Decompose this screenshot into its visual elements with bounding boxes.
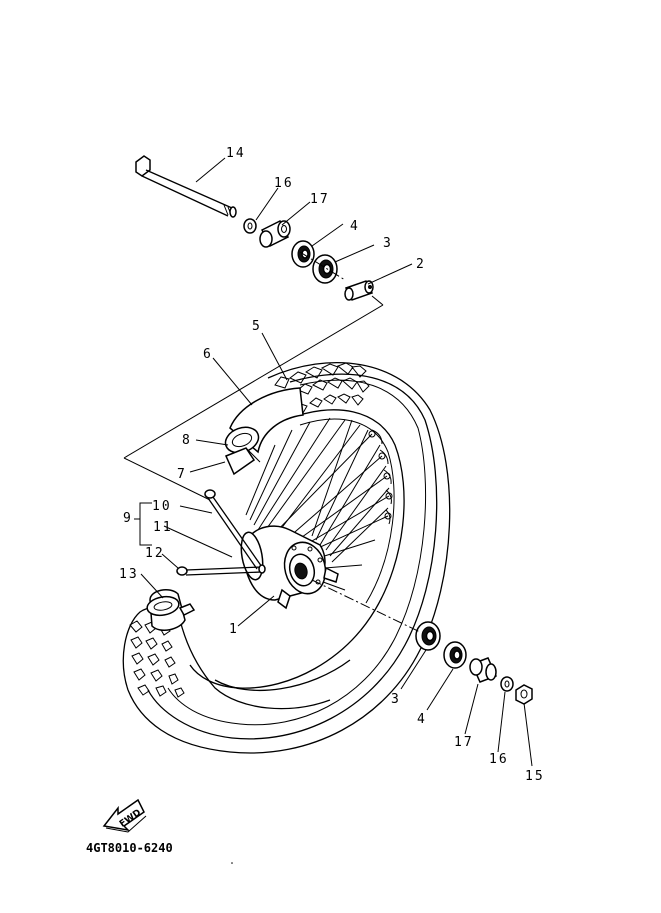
bearing-3-upper — [312, 254, 338, 284]
callout-7: 7 — [177, 467, 187, 482]
fwd-arrow-icon: FWD — [102, 798, 147, 833]
callout-17-lower: 17 — [454, 735, 474, 750]
rim — [189, 409, 405, 691]
axle-nut-15 — [515, 684, 533, 705]
washer-16-lower — [500, 676, 514, 692]
callout-2: 2 — [416, 257, 426, 272]
callout-12: 12 — [145, 546, 165, 561]
spacer-2 — [344, 280, 374, 301]
callout-5: 5 — [252, 319, 262, 334]
callout-3-lower: 3 — [391, 692, 401, 707]
assembly-lines — [123, 251, 421, 633]
callout-4-upper: 4 — [350, 219, 360, 234]
speck — [231, 862, 233, 864]
callout-13: 13 — [119, 567, 139, 582]
diagram-code: 4GT8010-6240 — [86, 841, 173, 855]
callout-16-lower: 16 — [489, 752, 509, 767]
callout-4-lower: 4 — [417, 712, 427, 727]
collar-17-upper — [259, 219, 291, 248]
callout-10: 10 — [152, 499, 172, 514]
collar-17-lower — [469, 657, 498, 683]
callout-14: 14 — [226, 146, 246, 161]
leader-lines — [134, 157, 533, 767]
callout-1: 1 — [229, 622, 239, 637]
front-axle — [135, 155, 237, 218]
bolt-12 — [176, 564, 266, 576]
washer-16-upper — [243, 218, 257, 234]
valve-stem — [224, 447, 261, 476]
hub — [240, 525, 339, 610]
tube — [224, 387, 304, 454]
callout-9: 9 — [123, 511, 133, 526]
callout-3-upper: 3 — [383, 236, 393, 251]
callout-17-upper: 17 — [310, 192, 330, 207]
bearing-3-lower — [415, 621, 441, 651]
spokes — [245, 417, 390, 591]
callout-6: 6 — [203, 347, 213, 362]
callout-15: 15 — [525, 769, 545, 784]
callout-labels: 14 16 17 4 3 2 5 6 8 7 9 10 11 12 13 1 3… — [119, 146, 545, 784]
bolt-10 — [204, 489, 263, 570]
bearing-4-lower — [443, 641, 467, 669]
callout-11: 11 — [153, 520, 173, 535]
callout-8: 8 — [182, 433, 192, 448]
tire-protector — [146, 588, 196, 632]
callout-16-upper: 16 — [274, 176, 294, 191]
